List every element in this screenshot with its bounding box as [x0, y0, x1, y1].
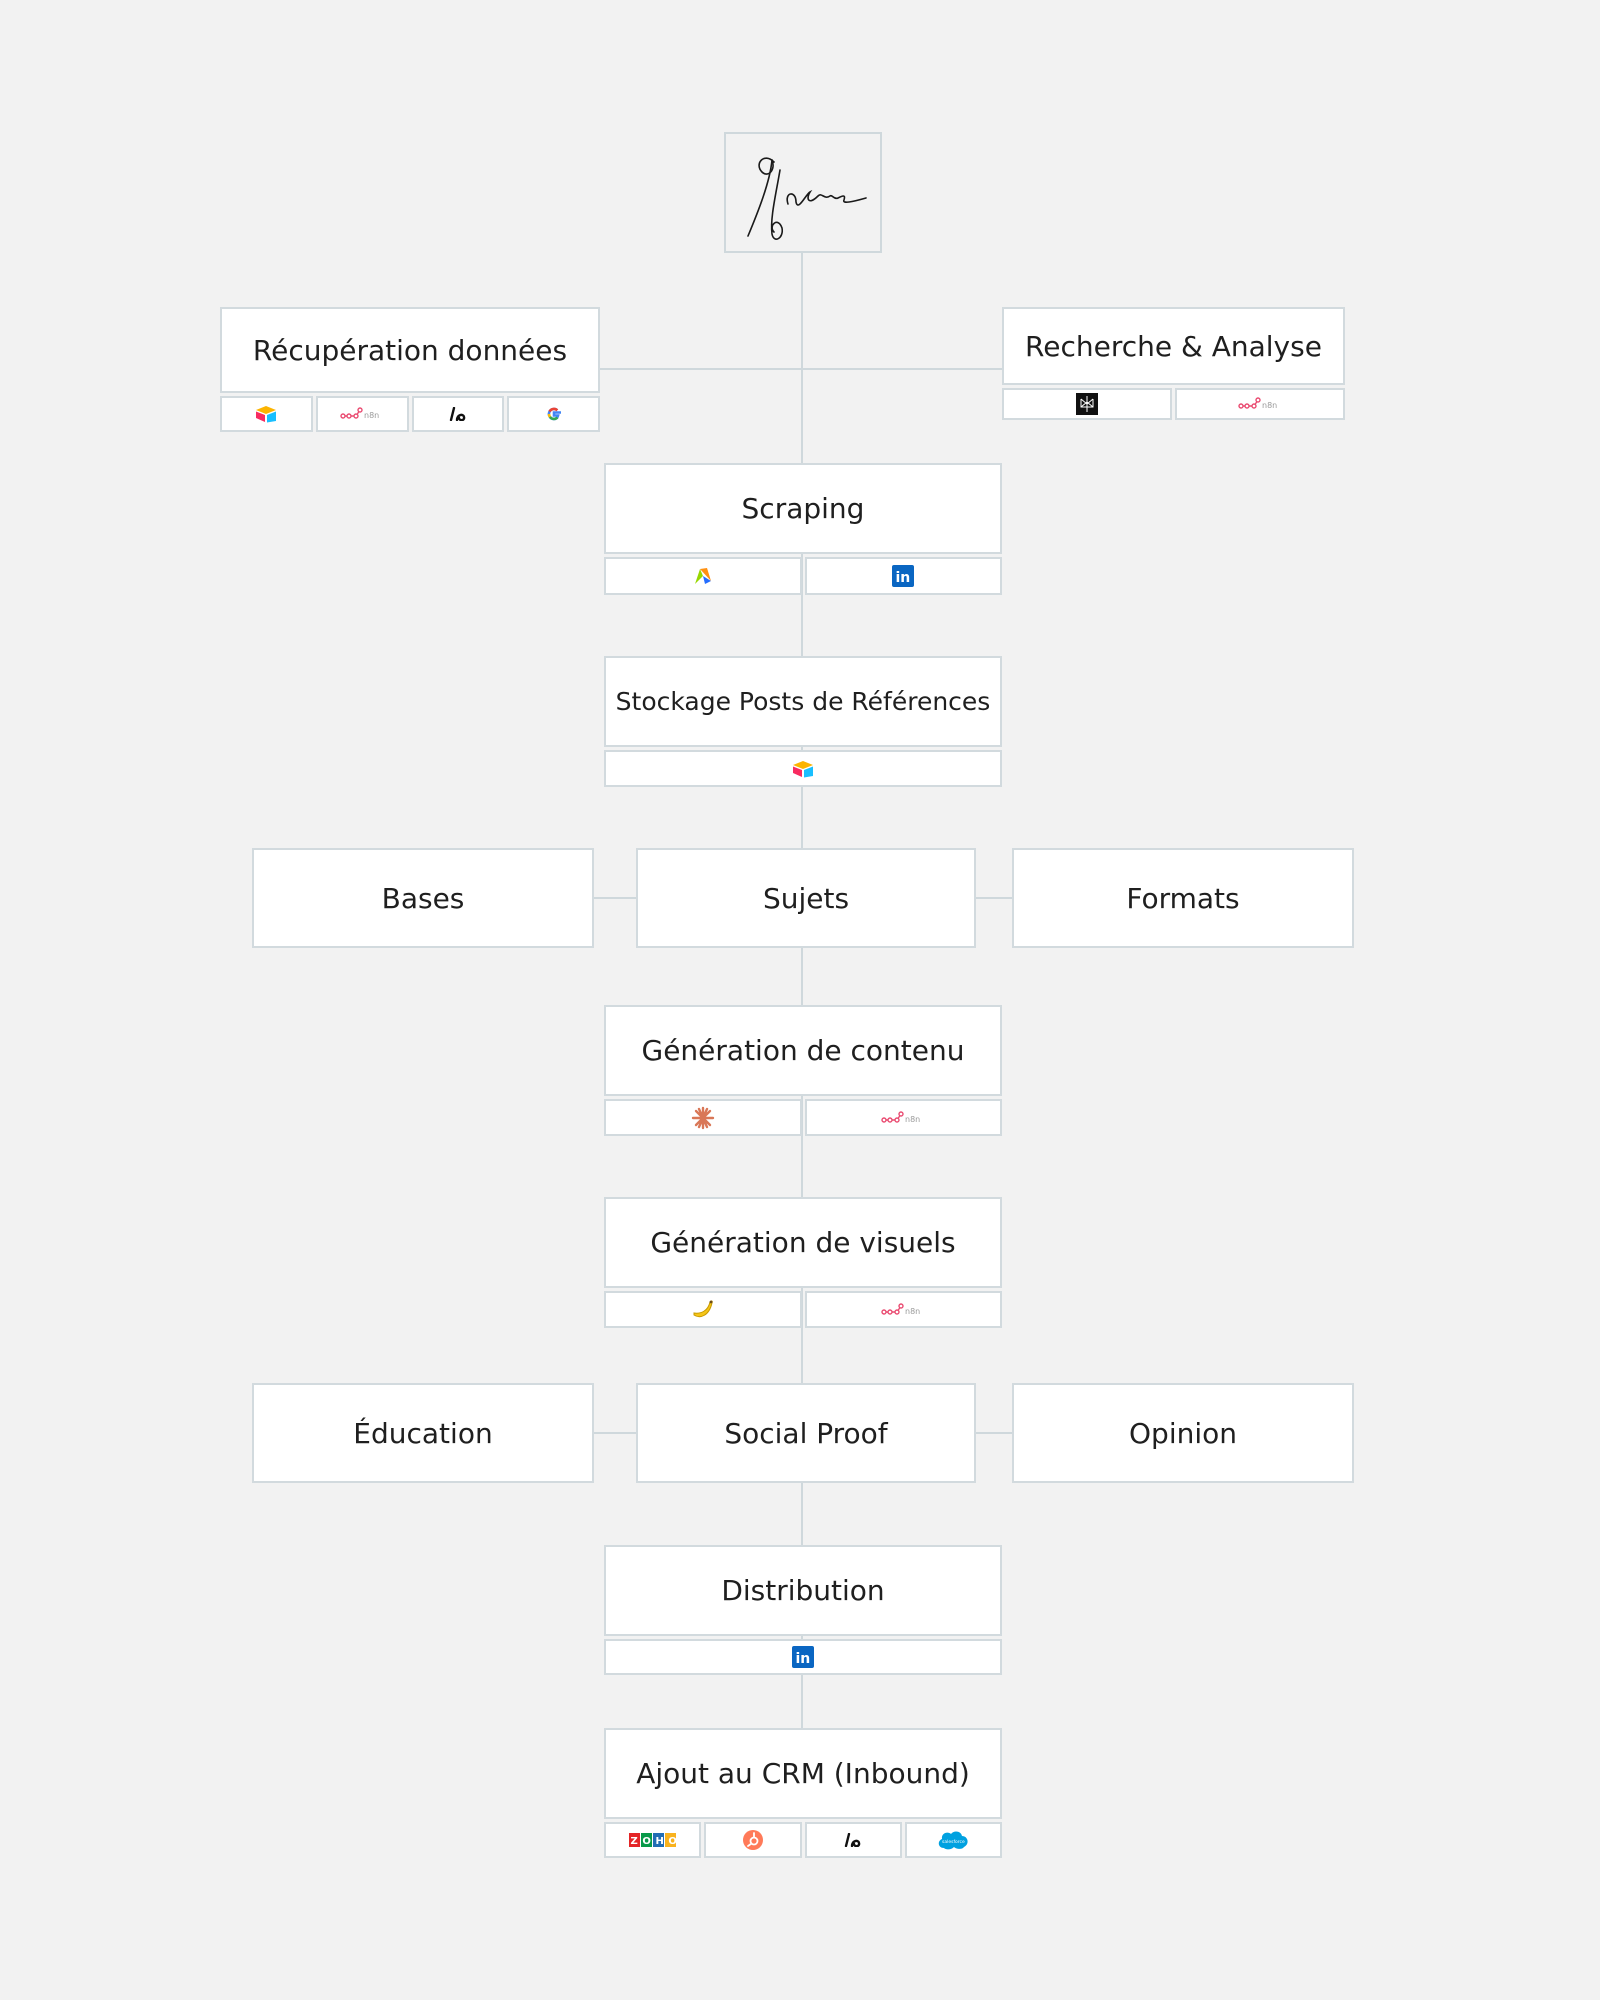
tools-generation-visuels: n8n [604, 1291, 1002, 1328]
linkedin-tool: in [604, 1639, 1002, 1675]
google-icon [547, 407, 561, 421]
node-label: Formats [1126, 881, 1240, 915]
tools-crm: ZOHO salesforce [604, 1822, 1002, 1858]
airtable-tool [604, 750, 1002, 787]
claude-tool [604, 1099, 802, 1136]
perplexity-icon [1076, 393, 1098, 415]
tools-recherche: n8n [1002, 388, 1345, 420]
lemlist-icon [449, 407, 466, 421]
tools-generation-contenu: n8n [604, 1099, 1002, 1136]
linkedin-tool: in [804, 557, 1002, 595]
node-label: Stockage Posts de Références [615, 687, 991, 716]
connector-trunk [801, 253, 803, 1728]
apify-icon [694, 568, 711, 584]
google-tool [507, 396, 600, 432]
salesforce-tool: salesforce [904, 1822, 1002, 1858]
n8n-tool: n8n [315, 396, 409, 432]
n8n-icon: n8n [881, 1110, 920, 1124]
node-label: Social Proof [724, 1416, 888, 1450]
node-label: Génération de contenu [641, 1034, 965, 1067]
node-label: Récupération données [252, 333, 568, 367]
zoho-icon: ZOHO [628, 1833, 678, 1847]
salesforce-icon: salesforce [939, 1831, 968, 1850]
linkedin-text: in [796, 1651, 811, 1667]
zoho-text: ZOHO [630, 1836, 678, 1847]
tools-recuperation: n8n [220, 396, 600, 432]
node-social-proof: Social Proof [636, 1383, 976, 1483]
airtable-icon [256, 406, 277, 423]
linkedin-icon: in [792, 1646, 814, 1668]
airtable-tool [220, 396, 313, 432]
node-label: Ajout au CRM (Inbound) [636, 1757, 970, 1790]
hubspot-icon [742, 1830, 763, 1850]
node-label: Sujets [762, 881, 850, 915]
node-label: Bases [381, 881, 465, 915]
node-opinion: Opinion [1012, 1383, 1354, 1483]
hubspot-tool [704, 1822, 802, 1858]
node-sujets: Sujets [636, 848, 976, 948]
lemlist-tool [804, 1822, 902, 1858]
n8n-icon: n8n [881, 1302, 920, 1316]
n8n-text: n8n [905, 1115, 920, 1124]
node-formats: Formats [1012, 848, 1354, 948]
connector-bases-sujets [594, 897, 636, 899]
node-generation-contenu: Génération de contenu [604, 1005, 1002, 1096]
n8n-icon: n8n [340, 407, 379, 420]
linkedin-icon: in [892, 565, 915, 587]
signature-logo [747, 157, 867, 240]
node-stockage-posts: Stockage Posts de Références [604, 656, 1002, 747]
n8n-tool: n8n [804, 1291, 1002, 1328]
node-label: Recherche & Analyse [1025, 329, 1322, 363]
node-distribution: Distribution [604, 1545, 1002, 1636]
node-education: Éducation [252, 1383, 594, 1483]
n8n-text: n8n [364, 411, 379, 420]
node-label: Opinion [1129, 1416, 1237, 1450]
linkedin-text: in [896, 570, 911, 586]
node-label: Scraping [741, 492, 865, 525]
connector-top-branch [600, 368, 1002, 370]
company-logo [724, 132, 882, 253]
n8n-text: n8n [905, 1307, 920, 1316]
node-bases: Bases [252, 848, 594, 948]
n8n-icon: n8n [1238, 397, 1277, 410]
zoho-tool: ZOHO [604, 1822, 702, 1858]
claude-icon [691, 1106, 714, 1129]
nano-banana-icon [693, 1299, 713, 1317]
node-recuperation-donnees: Récupération données [220, 307, 600, 393]
node-scraping: Scraping [604, 463, 1002, 554]
node-recherche-analyse: Recherche & Analyse [1002, 307, 1345, 385]
node-ajout-crm: Ajout au CRM (Inbound) [604, 1728, 1002, 1819]
node-label: Génération de visuels [650, 1226, 956, 1259]
tools-stockage [604, 750, 1002, 787]
perplexity-tool [1002, 388, 1172, 420]
lemlist-icon [844, 1833, 861, 1847]
n8n-tool: n8n [1175, 388, 1345, 420]
airtable-icon [793, 760, 813, 777]
salesforce-text: salesforce [942, 1839, 965, 1845]
node-label: Distribution [721, 1574, 885, 1607]
tools-scraping: in [604, 557, 1002, 595]
connector-education-social [594, 1432, 636, 1434]
connector-social-opinion [976, 1432, 1012, 1434]
connector-sujets-formats [976, 897, 1012, 899]
node-label: Éducation [353, 1416, 493, 1450]
node-generation-visuels: Génération de visuels [604, 1197, 1002, 1288]
n8n-text: n8n [1262, 401, 1277, 410]
lemlist-tool [411, 396, 505, 432]
apify-tool [604, 557, 802, 595]
tools-distribution: in [604, 1639, 1002, 1675]
nano-banana-tool [604, 1291, 802, 1328]
n8n-tool: n8n [804, 1099, 1002, 1136]
